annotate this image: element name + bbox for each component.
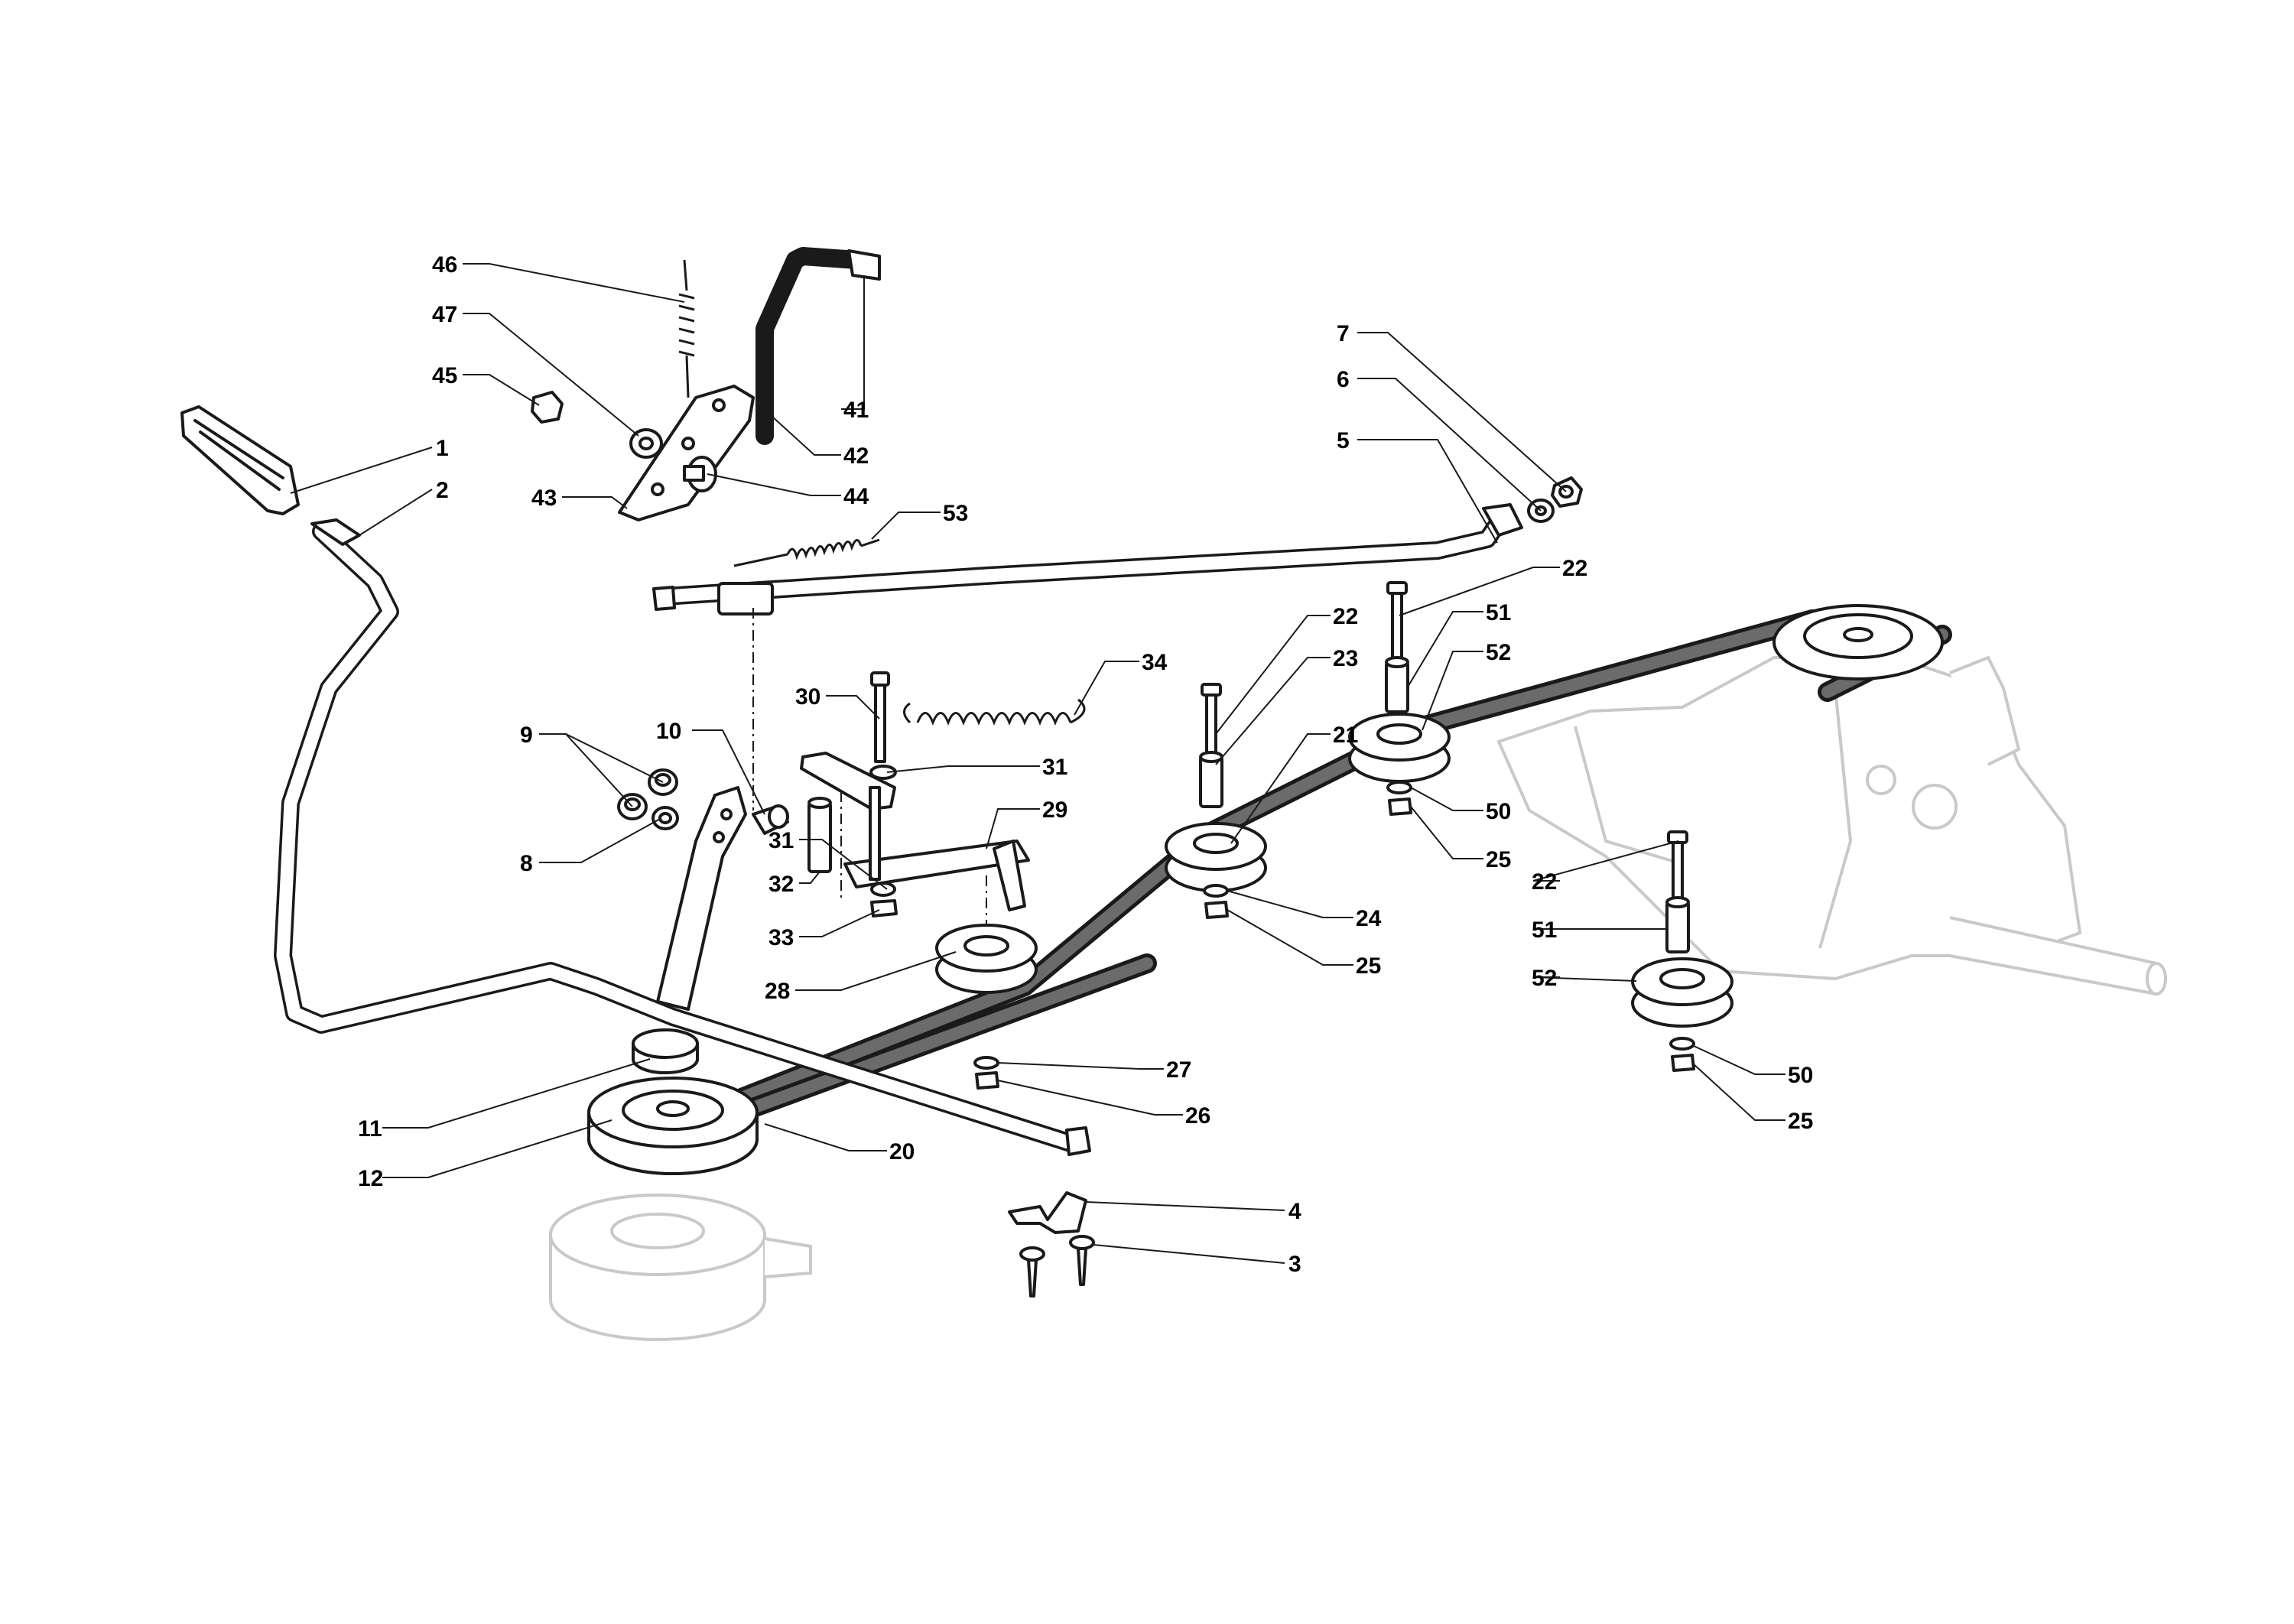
idler-pulley-21: [1165, 822, 1267, 892]
callout-23: 23: [1333, 646, 1358, 671]
callout-46: 46: [432, 252, 457, 278]
callout-24: 24: [1356, 906, 1382, 931]
callout-53: 53: [943, 501, 968, 526]
callout-42: 42: [843, 443, 869, 469]
bolt-22-a: [1201, 683, 1222, 758]
nut-33: [870, 899, 898, 918]
washer-8: [651, 806, 679, 830]
callout-9: 9: [520, 723, 533, 748]
callout-8: 8: [520, 851, 533, 876]
ghost-clutch-assembly: [549, 1194, 812, 1341]
lever-plate-43: [618, 385, 755, 521]
washer-47: [629, 428, 663, 459]
nut-45: [531, 391, 564, 424]
engine-pulley-12: [587, 1077, 759, 1175]
callout-41: 41: [843, 398, 869, 423]
callout-52-a: 52: [1486, 640, 1511, 665]
pedal-bracket: [656, 786, 747, 1011]
callout-52-b: 52: [1532, 966, 1557, 991]
callout-6: 6: [1337, 367, 1350, 392]
spring-46: [678, 259, 695, 398]
screw-3-left: [1019, 1246, 1045, 1298]
callout-20: 20: [889, 1139, 915, 1164]
callout-44: 44: [843, 484, 869, 509]
transmission-pulley: [1772, 604, 1944, 680]
callout-34: 34: [1142, 650, 1168, 675]
nut-25-c: [1671, 1054, 1695, 1072]
callout-21: 21: [1333, 723, 1358, 748]
washer-27: [973, 1056, 999, 1070]
nut-25-b: [1388, 797, 1412, 816]
washer-24: [1203, 884, 1229, 898]
callout-47: 47: [432, 302, 457, 327]
idler-bracket-29: [800, 752, 1030, 911]
spring-53: [733, 538, 880, 567]
callout-50-a: 50: [1486, 799, 1511, 824]
callout-30: 30: [795, 684, 820, 710]
callout-31-b: 31: [768, 828, 794, 853]
callout-2: 2: [436, 478, 449, 503]
callout-1: 1: [436, 436, 449, 461]
callout-31-a: 31: [1042, 755, 1067, 780]
callout-25-c: 25: [1788, 1109, 1813, 1134]
callout-51-a: 51: [1486, 600, 1511, 625]
callout-5: 5: [1337, 428, 1350, 453]
callout-12: 12: [358, 1166, 383, 1191]
nut-7: [1551, 476, 1583, 508]
callout-7: 7: [1337, 321, 1350, 346]
callout-3: 3: [1288, 1252, 1301, 1277]
callout-4: 4: [1288, 1199, 1301, 1224]
nut-25-a: [1204, 901, 1229, 919]
leader-lines: [290, 263, 1785, 1264]
washer-50-lower: [1669, 1037, 1695, 1051]
spacer-11: [632, 1028, 699, 1074]
clip-4: [1008, 1191, 1087, 1234]
spacer-32: [807, 797, 832, 873]
callout-28: 28: [765, 979, 790, 1004]
callout-22-b: 22: [1562, 556, 1587, 581]
callout-51-b: 51: [1532, 918, 1557, 943]
callout-27: 27: [1166, 1057, 1191, 1083]
callout-32: 32: [768, 872, 794, 897]
callout-22-c: 22: [1532, 869, 1557, 895]
callout-10: 10: [656, 719, 681, 744]
idler-pulley-52-lower: [1631, 957, 1733, 1028]
pedal-lever: [274, 518, 1091, 1156]
callout-11: 11: [358, 1116, 382, 1142]
callout-22-a: 22: [1333, 604, 1358, 629]
washer-31-lower: [870, 882, 896, 897]
bolt-44: [683, 456, 717, 492]
callout-labels: 1 2 3 4 5 6 7 8 9 10 11 12 20 21 22 22 2…: [358, 252, 1813, 1277]
ghost-transmission-assembly: [1496, 655, 2167, 996]
callout-25-a: 25: [1486, 847, 1511, 872]
bolt-22-b: [1386, 581, 1408, 664]
bolt-30: [870, 671, 890, 763]
callout-26: 26: [1185, 1103, 1210, 1129]
callout-29: 29: [1042, 797, 1067, 823]
idler-pulley-28: [935, 924, 1038, 994]
spacer-51-lower: [1665, 896, 1690, 953]
pin-10: [752, 804, 789, 835]
spacer-23: [1199, 751, 1223, 808]
spring-34: [903, 698, 1086, 726]
spacer-51-upper: [1385, 656, 1409, 713]
callout-25-b: 25: [1356, 953, 1381, 979]
callout-45: 45: [432, 363, 457, 388]
washer-50-upper: [1386, 781, 1412, 794]
screw-3-right: [1069, 1235, 1095, 1286]
shift-lever-41: [755, 247, 881, 445]
callout-50-b: 50: [1788, 1063, 1813, 1088]
pedal-pad: [180, 405, 300, 515]
nut-26: [975, 1071, 999, 1090]
idler-pulley-52-upper: [1348, 713, 1451, 783]
callout-33: 33: [768, 925, 794, 950]
callout-43: 43: [531, 486, 557, 511]
washer-31-upper: [869, 765, 897, 780]
